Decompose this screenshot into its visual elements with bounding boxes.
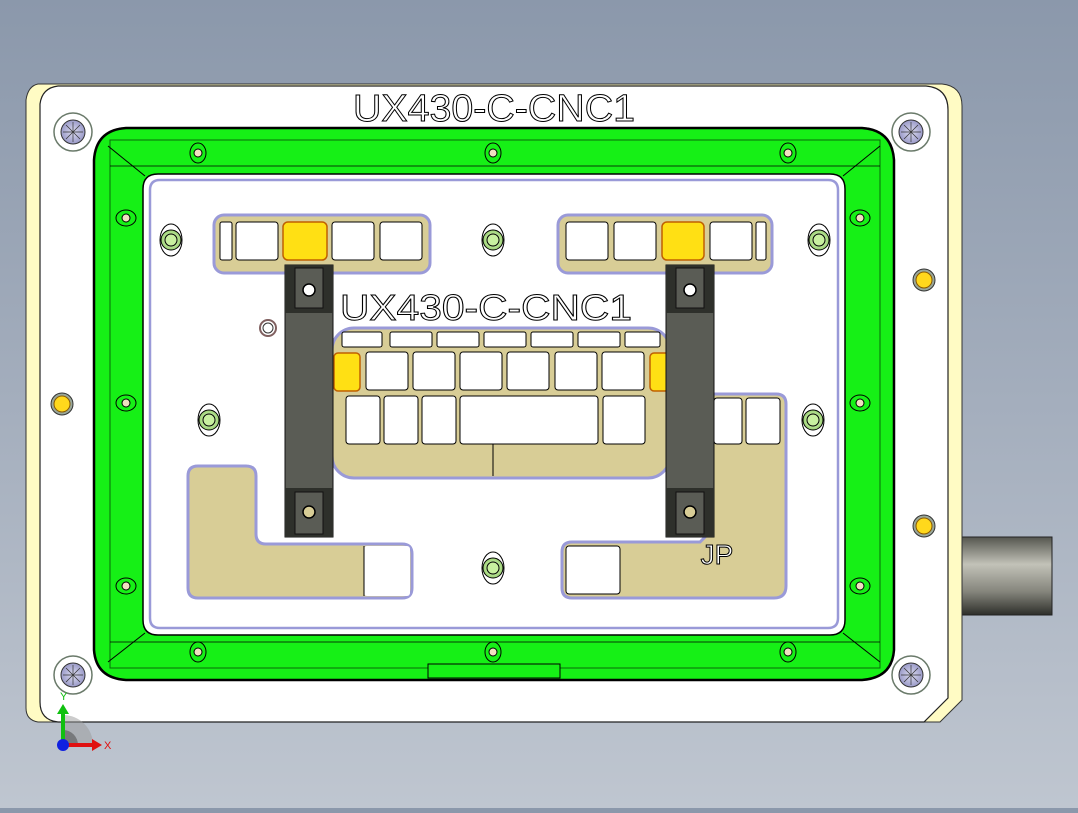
clamp-left: [284, 264, 334, 538]
coordinate-triad: Y X: [57, 691, 112, 752]
screw-icon: [53, 655, 93, 695]
corner-engraving: JP: [701, 539, 734, 570]
screw-icon: [53, 112, 93, 152]
center-engraving: UX430-C-CNC1: [340, 287, 632, 328]
hole-icon: [484, 142, 502, 164]
clamp-right: [665, 264, 715, 538]
nest-center: [330, 326, 672, 480]
x-axis-label: X: [104, 740, 112, 752]
push-buttons: [159, 223, 831, 585]
screw-icon: [891, 655, 931, 695]
y-axis-label: Y: [60, 691, 68, 703]
green-button-icon: [801, 403, 825, 437]
hole-icon: [484, 641, 502, 663]
hole-icon: [849, 577, 871, 595]
hole-icon: [115, 394, 137, 412]
frame-holes: [115, 142, 871, 663]
pin-icon: [50, 392, 74, 416]
hole-icon: [779, 142, 797, 164]
corner-screws: [53, 112, 931, 695]
green-button-icon: [159, 223, 183, 257]
tray-outline: [148, 178, 840, 630]
hole-icon: [849, 394, 871, 412]
yellow-key: [282, 221, 328, 261]
hole-icon: [849, 209, 871, 227]
hole-icon: [189, 142, 207, 164]
hole-icon: [189, 641, 207, 663]
green-button-icon: [481, 551, 505, 585]
hole-icon: [259, 319, 277, 337]
green-button-icon: [807, 223, 831, 257]
top-engraving: UX430-C-CNC1: [353, 88, 635, 130]
pin-icon: [912, 514, 936, 538]
nest-top-left: [212, 213, 432, 275]
hole-icon: [115, 209, 137, 227]
side-cylinder: [947, 536, 1053, 616]
yellow-key: [661, 221, 705, 261]
pin-icon: [912, 268, 936, 292]
hole-icon: [779, 641, 797, 663]
nest-left: [186, 464, 414, 600]
green-button-icon: [197, 403, 221, 437]
screw-icon: [891, 112, 931, 152]
green-button-icon: [481, 223, 505, 257]
yellow-key: [333, 352, 361, 392]
hole-icon: [115, 577, 137, 595]
locating-pins: [50, 268, 936, 538]
nest-top-right: [556, 213, 774, 275]
